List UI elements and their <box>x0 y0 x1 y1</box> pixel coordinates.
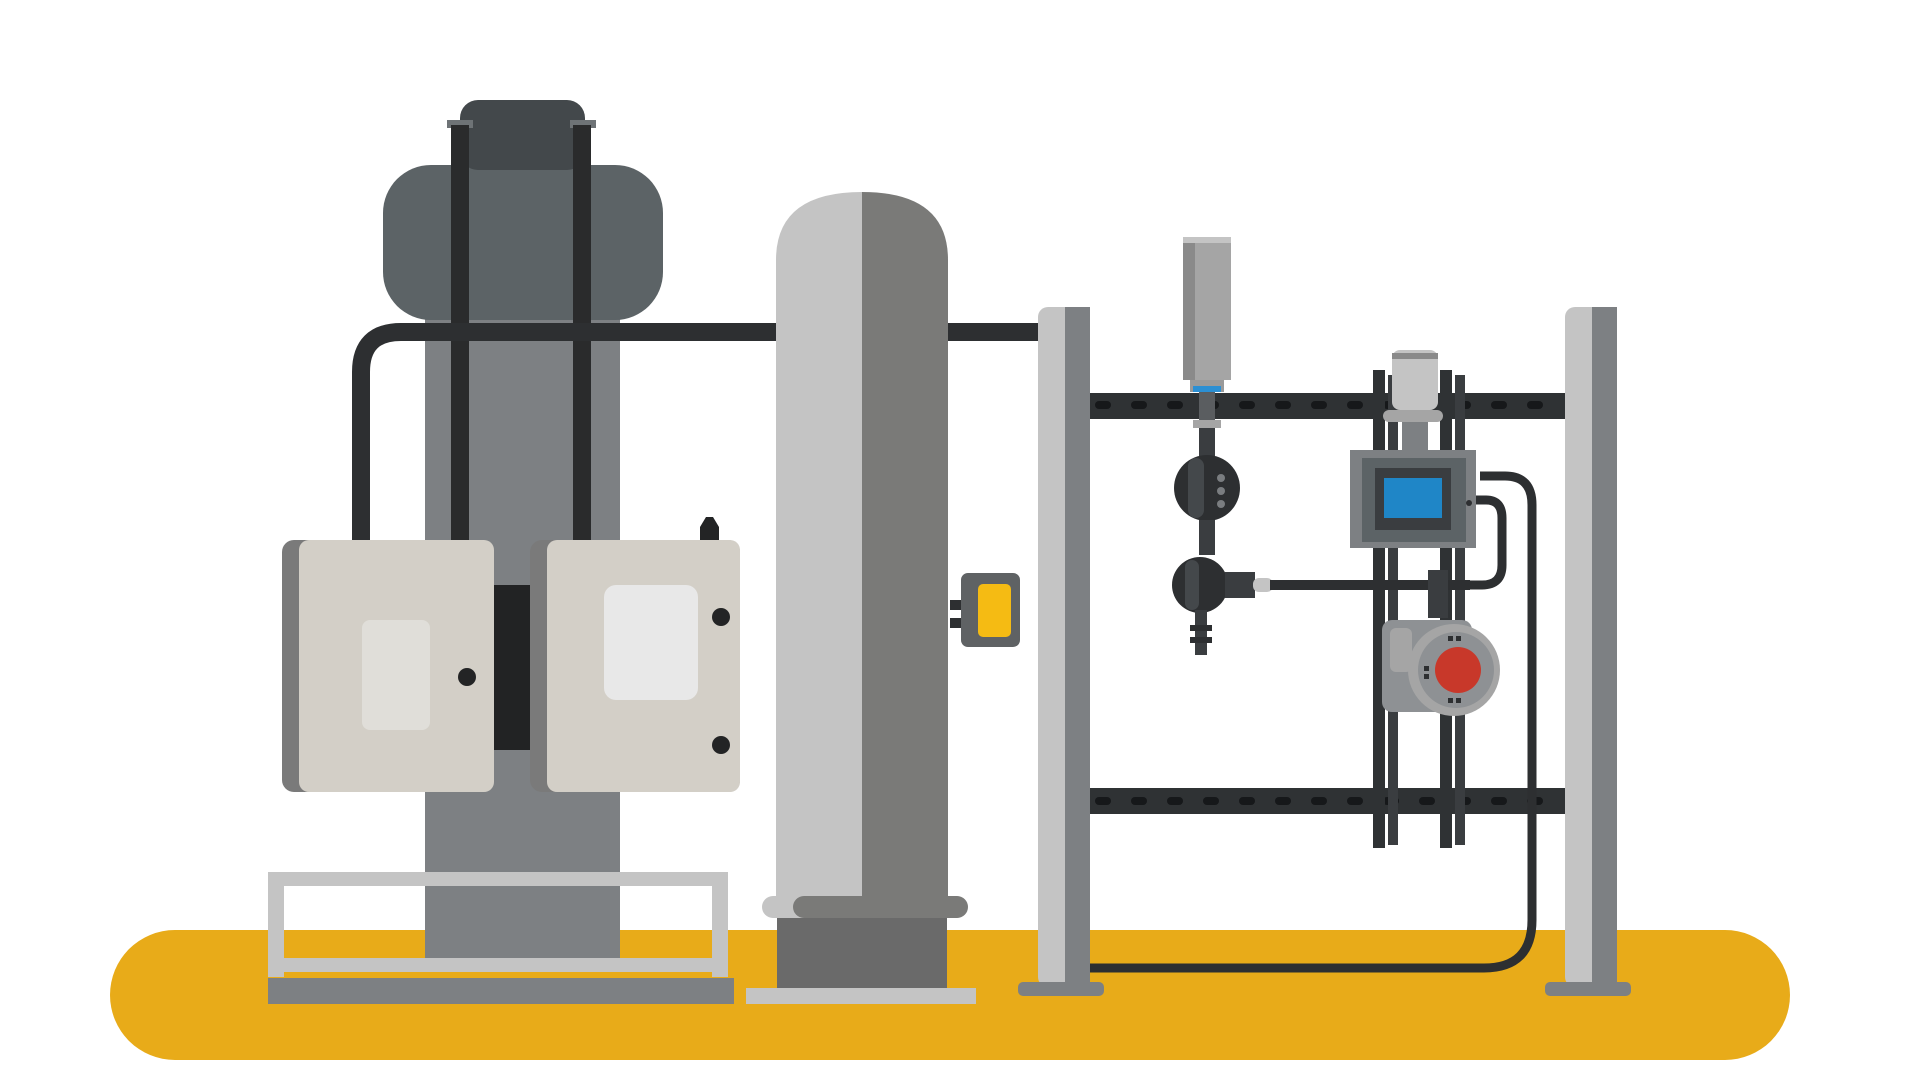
cap-lug-left <box>447 120 473 128</box>
filter-blue-band <box>1193 386 1221 392</box>
valve-assembly <box>1172 237 1470 655</box>
tank-body-light <box>776 192 862 900</box>
motor-top-cap <box>460 100 585 170</box>
valve-upper <box>1174 455 1240 521</box>
compressor-unit <box>383 100 663 965</box>
rack-post-left-foot <box>1018 982 1104 996</box>
vertical-tank <box>746 192 976 1004</box>
cabinet-left-latch <box>458 668 476 686</box>
skid-frame <box>268 872 734 1004</box>
valve-lower <box>1172 557 1228 613</box>
yellow-indicator <box>950 573 1020 647</box>
upright-1 <box>1373 370 1385 848</box>
tank-foot-plate <box>746 988 976 1004</box>
cabinet-right-latch-top <box>712 608 730 626</box>
cabinet-right-window <box>604 585 698 700</box>
display-transmitter <box>1350 350 1476 548</box>
upright-2 <box>1388 375 1398 845</box>
cabinet-right-latch-bottom <box>712 736 730 754</box>
upright-4 <box>1455 375 1465 845</box>
valve-output-pipe <box>1270 580 1470 590</box>
return-pipe <box>1085 471 1537 973</box>
rack-post-right-shade <box>1592 307 1617 987</box>
transmitter-screen <box>1384 478 1442 518</box>
control-cabinet-left <box>282 540 494 792</box>
cabinet-left-window <box>362 620 430 730</box>
gauge-red-face <box>1435 647 1481 693</box>
rack-post-right-foot <box>1545 982 1631 996</box>
control-cabinet-right <box>530 517 740 792</box>
tank-flange-dark <box>793 896 968 918</box>
rack-post-left-shade <box>1065 307 1090 987</box>
side-loop-pipe <box>1460 495 1507 590</box>
tank-body-dark <box>862 192 948 900</box>
pipe-rack <box>1018 307 1631 996</box>
gauge-red <box>1382 570 1500 716</box>
cabinet-gap-panel <box>490 585 535 750</box>
main-pipe <box>352 323 1038 545</box>
cabinet-right-vent <box>700 517 719 540</box>
cap-lug-right <box>570 120 596 128</box>
motor-housing <box>383 165 663 320</box>
